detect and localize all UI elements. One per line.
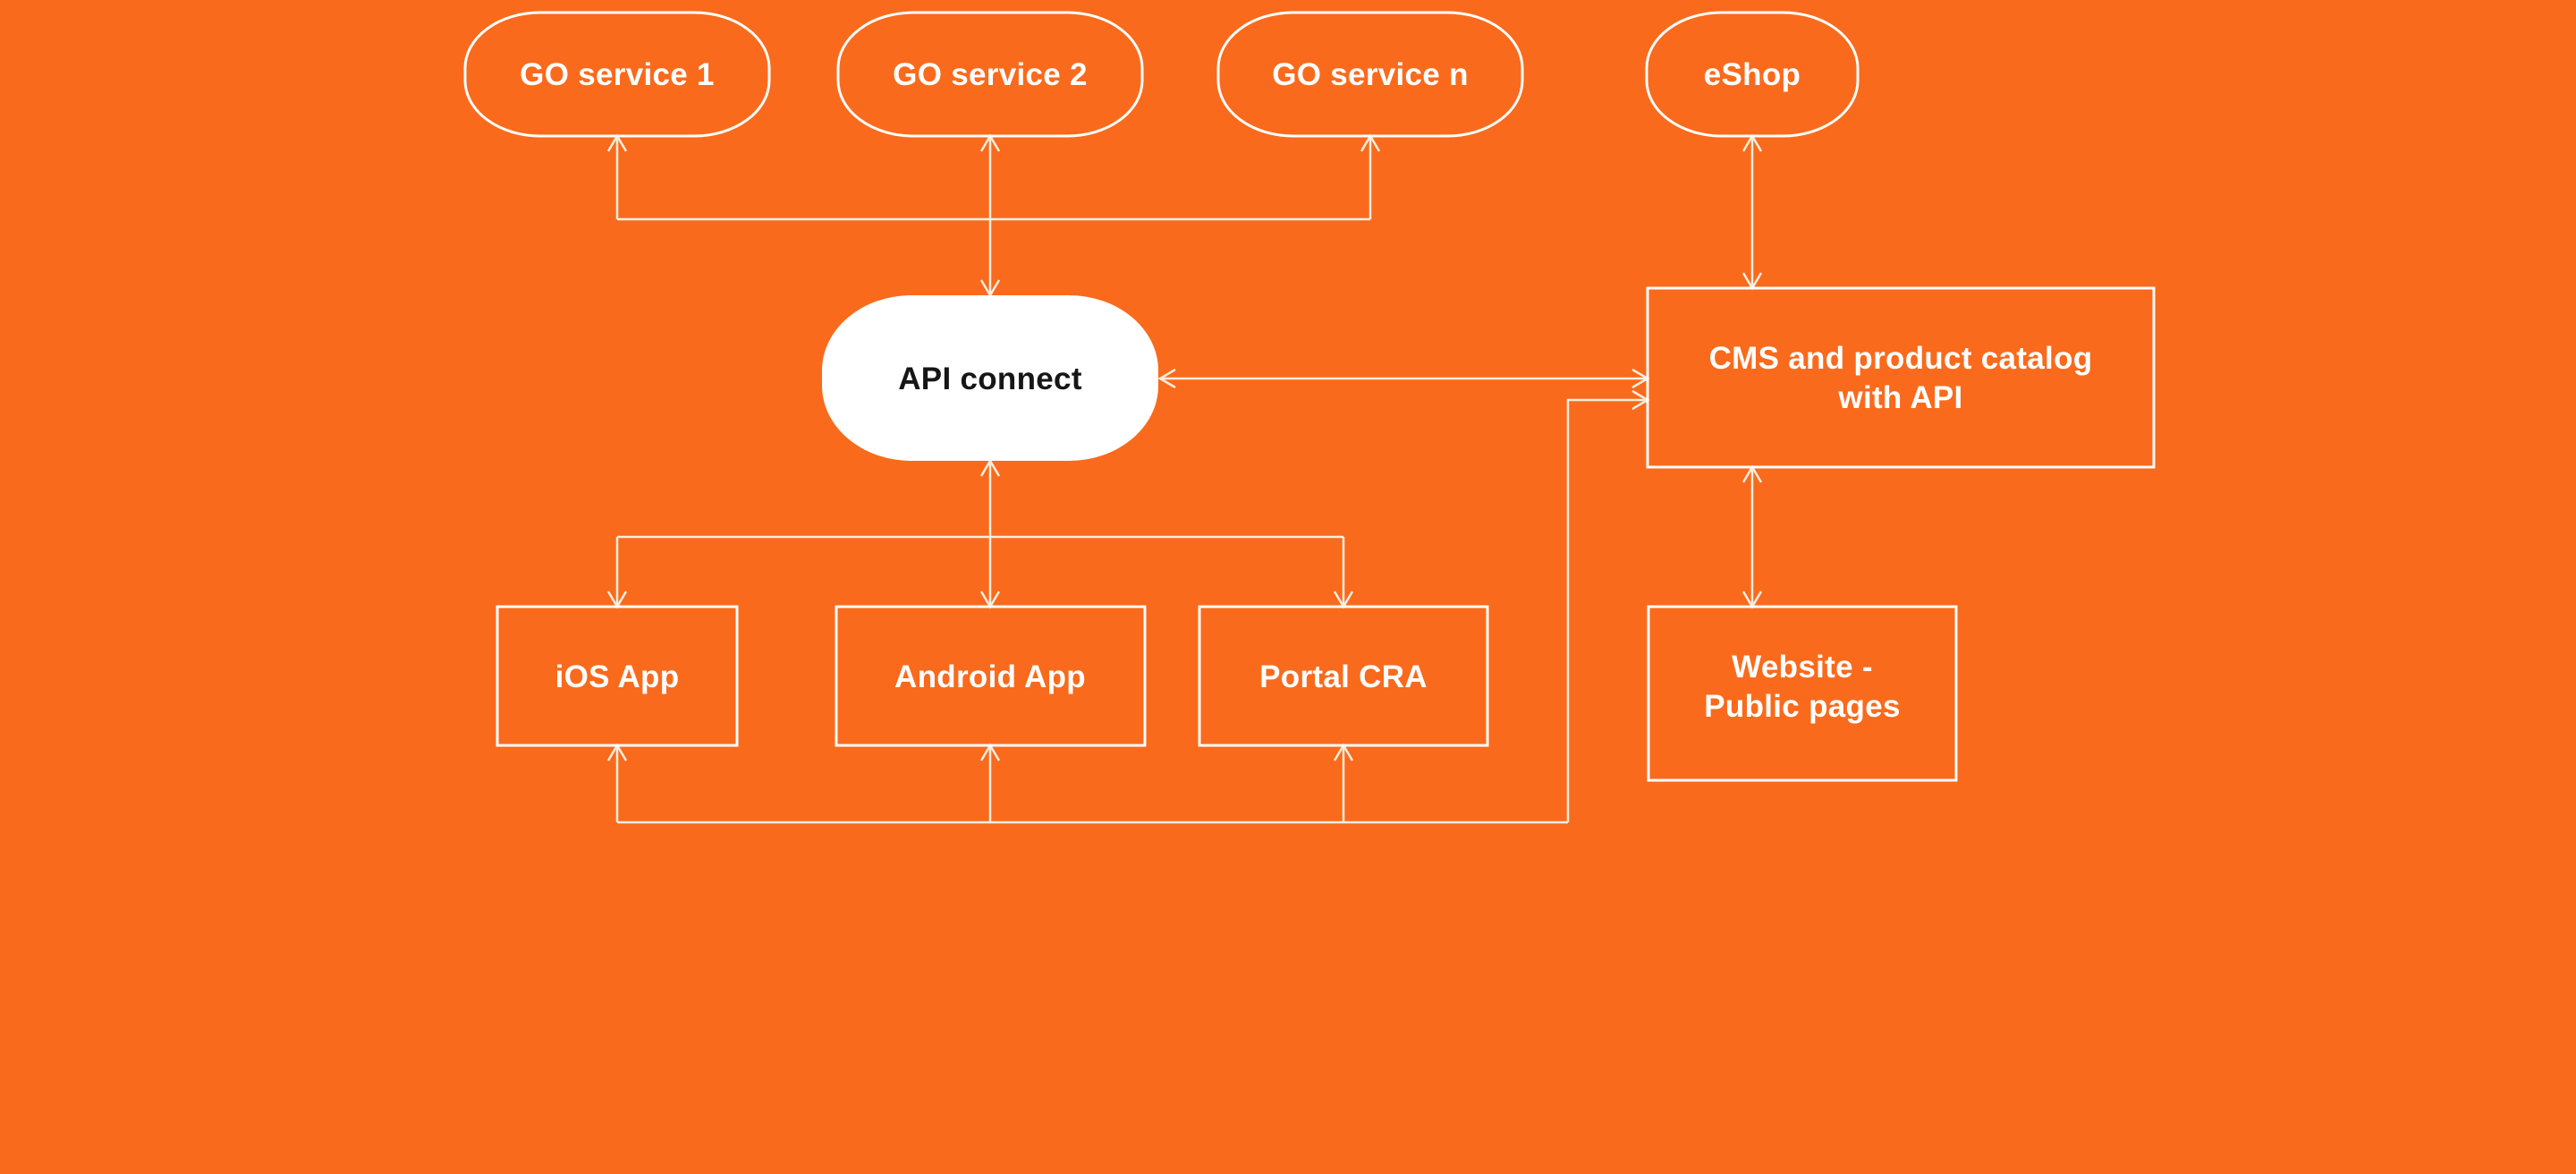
ios-app-label: iOS App [555,659,680,694]
go-service-n-shape [1216,11,1524,138]
edge-apps-collector [606,743,1568,824]
website-node: Website - Public pages [1647,605,1958,782]
api-connect-label: API connect [898,362,1082,396]
android-app-label: Android App [894,659,1086,694]
website-label-line2: Public pages [1704,689,1901,724]
arrowhead-left-icon [1157,368,1176,389]
cms-label-line2: with API [1837,380,1962,415]
eshop-label: eShop [1704,57,1801,92]
api-connect-node: API connect [822,295,1158,461]
go-service-n-node: GO service n [1216,11,1524,138]
portal-cra-shape [1198,605,1489,747]
cms-node: CMS and product catalog with API [1646,286,2156,469]
android-app-shape [835,605,1147,747]
cms-label-line1: CMS and product catalog [1709,341,2093,376]
android-app-node: Android App [835,605,1147,747]
edge-apps-to-cms-riser [1566,389,1650,822]
website-label-line1: Website - [1732,650,1873,685]
edge-cms-website [1741,464,1763,609]
edge-api-to-go-service-2 [979,133,1001,298]
go-service-1-label: GO service 1 [520,57,715,92]
portal-cra-label: Portal CRA [1259,659,1428,694]
eshop-node: eShop [1645,11,1860,138]
eshop-shape [1645,11,1860,138]
go-service-2-shape [836,11,1144,138]
ios-app-shape [496,605,739,747]
edge-goservices-fan [606,133,1381,221]
ios-app-node: iOS App [496,605,739,747]
cms-shape [1646,286,2156,469]
go-service-n-label: GO service n [1272,57,1469,92]
go-service-2-label: GO service 2 [893,57,1088,92]
go-service-1-node: GO service 1 [463,11,771,138]
edge-eshop-cms [1741,133,1763,291]
go-service-1-shape [463,11,771,138]
go-service-2-node: GO service 2 [836,11,1144,138]
website-shape [1647,605,1958,782]
edge-api-cms [1157,368,1650,389]
api-connect-shape [822,295,1158,461]
edge-line [1566,398,1648,822]
portal-cra-node: Portal CRA [1198,605,1489,747]
edge-api-apps-fan [606,458,1354,609]
